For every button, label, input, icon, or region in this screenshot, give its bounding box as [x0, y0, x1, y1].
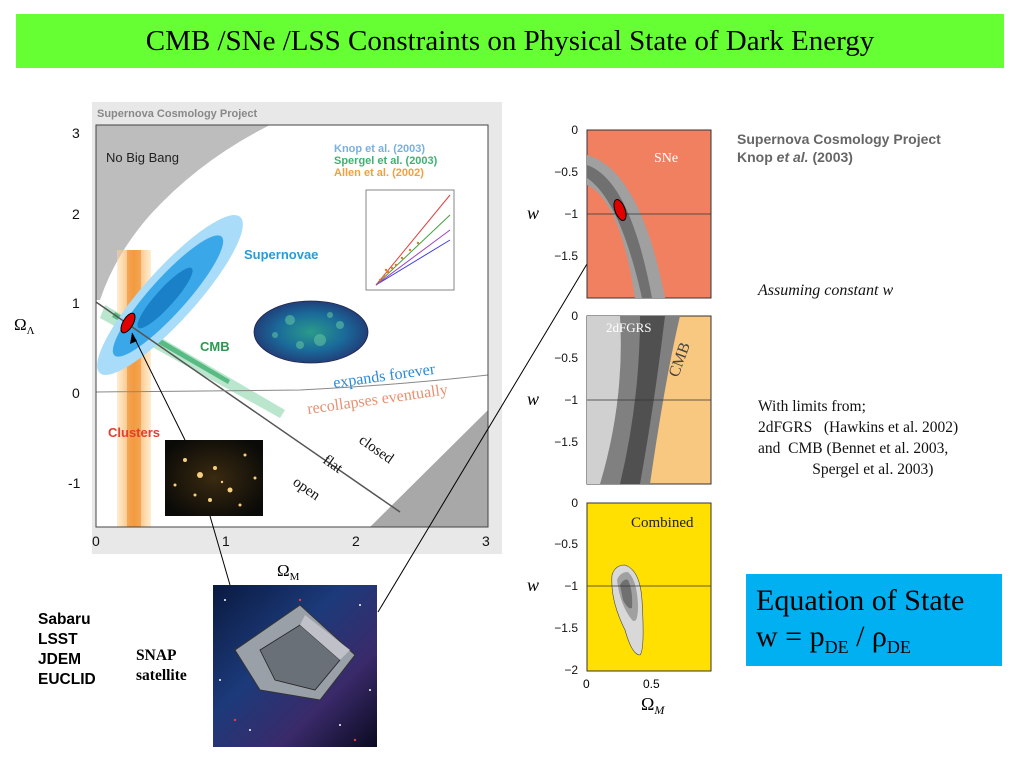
project-item: LSST — [38, 631, 78, 648]
lower-right-region — [370, 410, 488, 527]
svg-text:−1.5: −1.5 — [554, 249, 578, 263]
eos-formula: w = pDE / ρDE — [756, 620, 911, 657]
svg-text:−1: −1 — [564, 579, 578, 593]
concordance-marker — [120, 312, 136, 334]
snap-to-sne-arrow — [377, 213, 618, 613]
y-axis-label: ΩΛ — [14, 315, 35, 337]
panel3-w-label: w — [527, 575, 539, 595]
x-tick: 2 — [352, 533, 360, 549]
panel-combined: Combined — [586, 502, 712, 672]
cmb-sky-map-texture — [272, 312, 344, 349]
panel-sne-label: SNe — [654, 151, 678, 166]
title-bar: CMB /SNe /LSS Constraints on Physical St… — [16, 14, 1004, 68]
supernovae-inner — [137, 267, 193, 329]
arrow-head-left — [130, 333, 137, 344]
galaxy-cluster-image — [165, 440, 263, 516]
svg-text:−0.5: −0.5 — [554, 165, 578, 179]
x-tick: 3 — [482, 533, 490, 549]
equation-of-state-box: Equation of State w = pDE / ρDE — [746, 574, 1002, 666]
plot-header: Supernova Cosmology Project — [97, 108, 257, 120]
svg-text:−0.5: −0.5 — [554, 537, 578, 551]
limits-note: With limits from; 2dFGRS (Hawkins et al.… — [758, 398, 959, 478]
assuming-note: Assuming constant w — [758, 282, 894, 299]
expansion-boundary — [95, 374, 489, 393]
w-panels: Supernova Cosmology Project Knop et al. … — [527, 123, 941, 717]
project-item: JDEM — [38, 651, 82, 668]
svg-text:−2: −2 — [564, 663, 578, 677]
x-tick: 0 — [92, 533, 100, 549]
panel2-w-label: w — [527, 389, 539, 409]
clusters-label: Clusters — [108, 425, 160, 440]
snap-satellite-image — [213, 585, 377, 747]
x-tick: 1 — [222, 533, 230, 549]
no-big-bang-label: No Big Bang — [106, 150, 179, 165]
ref-allen: Allen et al. (2002) — [334, 167, 424, 179]
supernovae-label: Supernovae — [244, 247, 318, 262]
y-tick: -1 — [68, 475, 81, 491]
svg-text:−1: −1 — [564, 207, 578, 221]
project-item: Sabaru — [38, 611, 91, 628]
right-header-line1: Supernova Cosmology Project — [737, 131, 941, 147]
panel-x-tick: 0.5 — [643, 677, 660, 691]
svg-text:0: 0 — [571, 309, 578, 323]
plot-frame — [95, 124, 489, 528]
y-ticks: 3 2 1 0 -1 — [68, 125, 81, 491]
right-header-line2: Knop et al. (2003) — [737, 149, 853, 165]
panel-sne: SNe — [586, 129, 712, 299]
y-tick: 3 — [72, 125, 80, 141]
projects-list: Sabaru LSST JDEM EUCLID — [38, 610, 96, 690]
panel-y-ticks: 0 −0.5 −1 −1.5 0 −0.5 −1 −1.5 0 −0.5 −1 … — [554, 123, 578, 677]
y-tick: 2 — [72, 206, 80, 222]
ref-spergel: Spergel et al. (2003) — [334, 155, 438, 167]
panel-x-label: ΩM — [641, 694, 665, 717]
sne-marker — [613, 199, 627, 221]
omega-plot: Supernova Cosmology Project 3 2 1 0 -1 — [14, 102, 502, 583]
arrow-to-marker — [131, 332, 186, 441]
y-tick: 1 — [72, 295, 80, 311]
hubble-diagram-inset — [365, 189, 455, 291]
ref-knop: Knop et al. (2003) — [334, 143, 425, 155]
svg-text:−1.5: −1.5 — [554, 621, 578, 635]
x-ticks: 0 1 2 3 — [92, 533, 490, 549]
project-item: EUCLID — [38, 671, 96, 688]
eos-title: Equation of State — [756, 584, 965, 617]
panel-combined-label: Combined — [631, 515, 694, 531]
y-tick: 0 — [72, 385, 80, 401]
x-axis-label: ΩM — [277, 561, 300, 583]
slide-title: CMB /SNe /LSS Constraints on Physical St… — [145, 24, 875, 57]
panel-2dfgrs-cmb: 2dFGRS CMB — [586, 315, 712, 485]
snap-label: SNAP satellite — [136, 647, 187, 684]
flat-universe-line — [95, 301, 401, 513]
cmb-label: CMB — [200, 339, 230, 354]
panel-x-tick: 0 — [583, 677, 590, 691]
panel1-w-label: w — [527, 203, 539, 223]
svg-text:−0.5: −0.5 — [554, 351, 578, 365]
cluster-to-snap-line — [209, 515, 231, 586]
no-big-bang-region — [96, 125, 270, 300]
cmb-sky-map — [253, 300, 369, 364]
svg-text:0: 0 — [571, 123, 578, 137]
svg-text:−1: −1 — [564, 393, 578, 407]
svg-text:−1.5: −1.5 — [554, 435, 578, 449]
panel-2dfgrs-label: 2dFGRS — [606, 320, 652, 335]
svg-text:0: 0 — [571, 496, 578, 510]
